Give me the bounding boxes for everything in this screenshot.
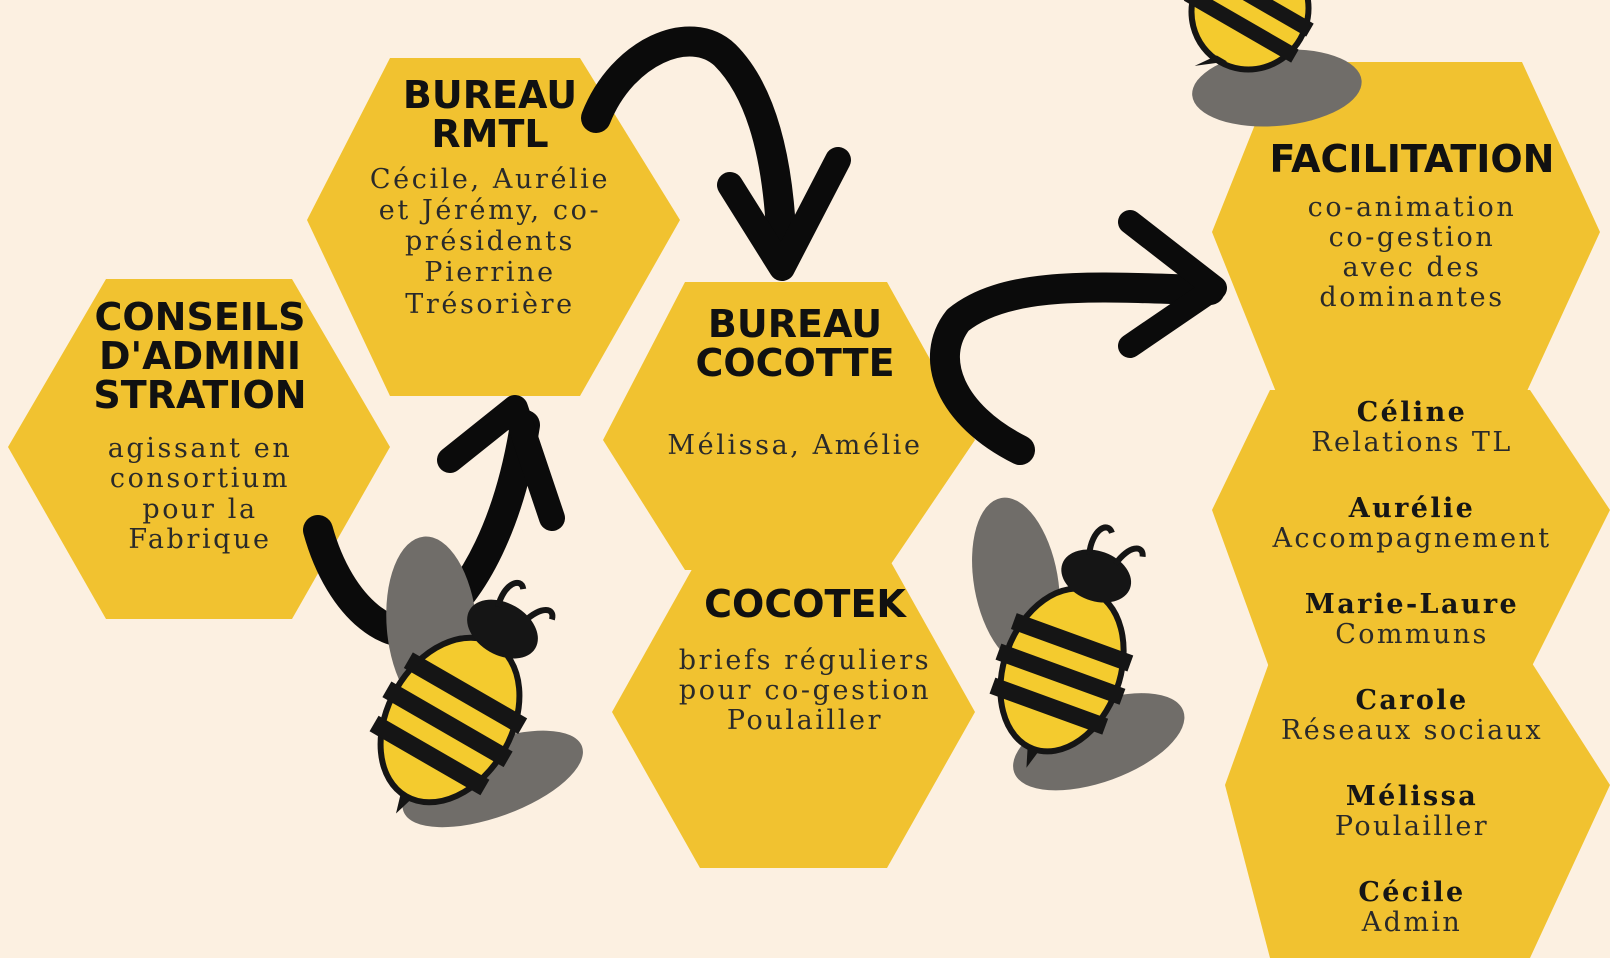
bureau-cocotte-title: BUREAU COCOTTE (640, 305, 950, 383)
hexagon-cocotek (612, 555, 975, 868)
bureau-cocotte-title-line: BUREAU (707, 302, 883, 346)
conseils-block: CONSEILS D'ADMINI STRATION agissant en c… (30, 298, 370, 555)
facilitation-member: Céline Relations TL (1212, 398, 1610, 457)
hexagon-facilitation-lower-1 (1212, 390, 1610, 670)
facilitation-member: Aurélie Accompagnement (1212, 494, 1610, 553)
member-name: Mélissa (1345, 781, 1479, 812)
facilitation-member: Marie-Laure Communs (1212, 590, 1610, 649)
member-role: Réseaux sociaux (1280, 714, 1544, 746)
hexagon-bureau-rmtl (307, 58, 680, 396)
facilitation-block: FACILITATION co-animation co-gestion ave… (1212, 140, 1610, 314)
conseils-body-line: consortium (109, 463, 291, 495)
curved-arrow-icon (437, 395, 565, 531)
hexagon-bureau-cocotte (603, 282, 975, 570)
facilitation-body-line: avec des (1342, 252, 1482, 284)
member-role: Relations TL (1311, 426, 1513, 458)
hexagon-conseils (8, 279, 390, 619)
conseils-title-line: STRATION (93, 372, 307, 417)
member-role: Communs (1335, 618, 1489, 650)
bureau-cocotte-block: BUREAU COCOTTE Mélissa, Amélie (640, 305, 950, 461)
member-name: Marie-Laure (1304, 589, 1520, 620)
facilitation-body: co-animation co-gestion avec des dominan… (1212, 191, 1610, 314)
bureau-rmtl-body-line: et Jérémy, co- (378, 194, 602, 226)
facilitation-member: Mélissa Poulailler (1212, 782, 1610, 841)
conseils-body-line: pour la (142, 493, 258, 525)
conseils-body-line: agissant en (107, 433, 293, 465)
facilitation-member: Carole Réseaux sociaux (1212, 686, 1610, 745)
facilitation-title: FACILITATION (1212, 140, 1610, 179)
bureau-rmtl-body-line: Pierrine (424, 257, 556, 289)
bureau-cocotte-body-line: Mélissa, Amélie (667, 429, 923, 461)
curved-arrow-icon (1118, 210, 1227, 358)
bureau-rmtl-block: BUREAU RMTL Cécile, Aurélie et Jérémy, c… (340, 76, 640, 320)
conseils-title-line: CONSEILS (94, 295, 306, 339)
member-role: Accompagnement (1272, 522, 1552, 554)
bureau-rmtl-body-line: Cécile, Aurélie (369, 163, 611, 195)
bureau-rmtl-body-line: Trésorière (405, 288, 575, 320)
conseils-body-line: Fabrique (128, 523, 272, 555)
hexagon-facilitation-lower-2 (1225, 660, 1610, 958)
cocotek-body-line: Poulailler (726, 705, 884, 737)
bureau-rmtl-body-line: présidents (404, 226, 576, 258)
facilitation-title-line: FACILITATION (1269, 137, 1555, 181)
conseils-title-line: D'ADMINI (98, 333, 302, 378)
bureau-rmtl-title: BUREAU RMTL (340, 76, 640, 154)
facilitation-body-line: co-animation (1307, 191, 1517, 223)
curved-arrow-icon (717, 147, 851, 281)
facilitation-body-line: dominantes (1319, 282, 1505, 314)
curved-arrow-icon (929, 272, 1225, 465)
bureau-rmtl-body: Cécile, Aurélie et Jérémy, co- président… (340, 164, 640, 321)
cocotek-title-line: COCOTEK (704, 582, 906, 626)
curved-arrow-icon (581, 26, 797, 270)
cocotek-body-line: pour co-gestion (678, 674, 932, 706)
member-role: Admin (1361, 906, 1463, 938)
member-role: Poulailler (1334, 810, 1490, 842)
facilitation-body-line: co-gestion (1328, 221, 1496, 253)
bee-icon (972, 497, 1185, 791)
bureau-rmtl-title-line: RMTL (431, 111, 549, 156)
bee-icon (369, 536, 583, 828)
bureau-rmtl-title-line: BUREAU (402, 73, 578, 117)
conseils-body: agissant en consortium pour la Fabrique (30, 434, 370, 555)
facilitation-member: Cécile Admin (1212, 878, 1610, 937)
bureau-cocotte-title-line: COCOTTE (695, 340, 895, 385)
conseils-title: CONSEILS D'ADMINI STRATION (30, 298, 370, 414)
member-name: Carole (1355, 685, 1469, 716)
bureau-cocotte-body: Mélissa, Amélie (640, 429, 950, 461)
member-name: Aurélie (1348, 493, 1476, 524)
hexagon-facilitation (1212, 62, 1600, 402)
bee-icon (1183, 0, 1362, 127)
cocotek-block: COCOTEK briefs réguliers pour co-gestion… (640, 585, 970, 736)
member-name: Cécile (1358, 877, 1466, 908)
cocotek-title: COCOTEK (640, 585, 970, 624)
cocotek-body-line: briefs réguliers (678, 644, 932, 676)
member-name: Céline (1356, 397, 1468, 428)
arrows (303, 26, 1227, 648)
cocotek-body: briefs réguliers pour co-gestion Poulail… (640, 644, 970, 737)
